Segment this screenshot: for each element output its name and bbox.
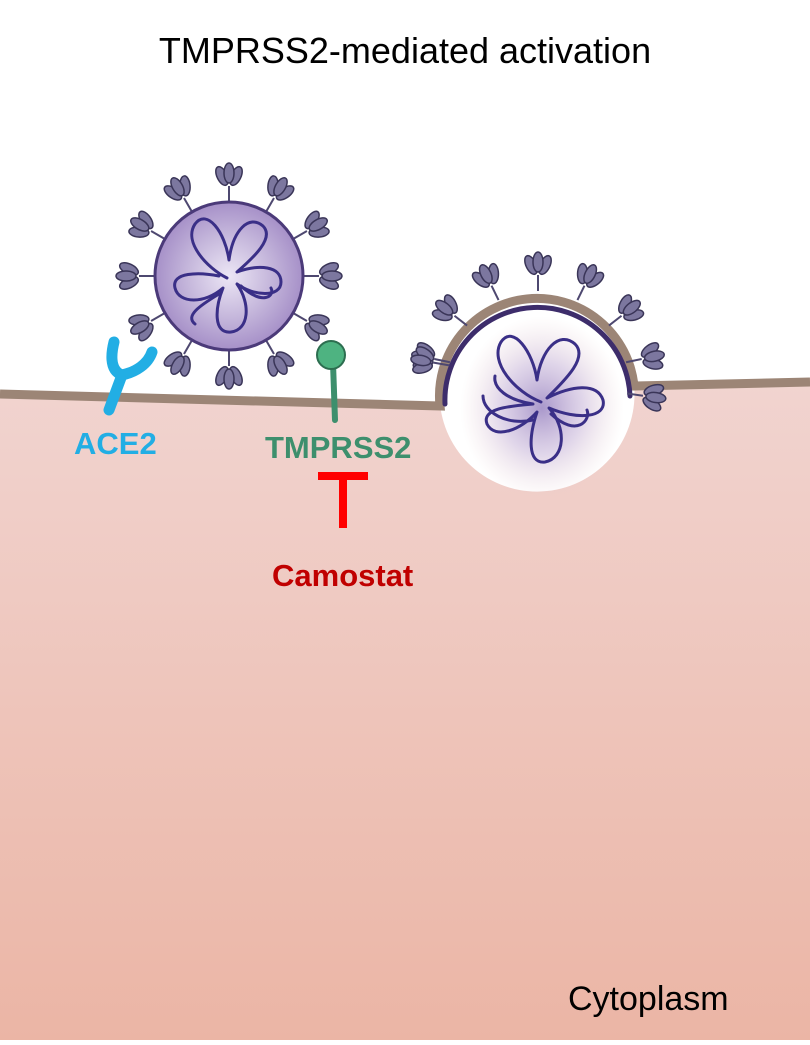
- spike-protein-icon: [265, 175, 295, 213]
- spike-protein-icon: [215, 350, 243, 390]
- spike-protein-icon: [265, 339, 295, 377]
- spike-protein-icon: [471, 262, 500, 301]
- spike-protein-icon: [524, 251, 552, 291]
- tmprss2-protease: [316, 340, 346, 423]
- camostat-label: Camostat: [272, 558, 414, 593]
- free-virion: [115, 162, 343, 390]
- spike-protein-icon: [292, 312, 330, 342]
- spike-protein-icon: [431, 294, 468, 327]
- ace2-receptor: [103, 336, 158, 416]
- free-virion-spikes: [115, 162, 343, 390]
- spike-protein-icon: [128, 312, 166, 342]
- tmprss2-label: TMPRSS2: [265, 430, 412, 465]
- spike-protein-icon: [608, 294, 645, 327]
- internalized-virus: [460, 316, 624, 500]
- fusing-viral-envelope: [442, 304, 633, 407]
- spike-protein-icon: [626, 383, 667, 412]
- spike-protein-icon: [303, 262, 343, 290]
- cell-membrane: [0, 294, 810, 411]
- spike-protein-icon: [292, 210, 330, 240]
- inhibition-bar-icon: [318, 472, 368, 528]
- spike-protein-icon: [215, 162, 243, 202]
- spike-protein-icon: [115, 262, 155, 290]
- fusing-virus-spikes: [410, 251, 667, 412]
- ace2-label: ACE2: [74, 426, 157, 461]
- spike-protein-icon: [625, 342, 665, 370]
- spike-protein-icon: [128, 210, 166, 240]
- cytoplasm-label: Cytoplasm: [568, 980, 729, 1018]
- spike-protein-icon: [163, 339, 193, 377]
- spike-protein-icon: [576, 262, 605, 301]
- viral-rna-internal: [481, 334, 605, 464]
- viral-rna-free: [173, 217, 283, 334]
- spike-protein-icon: [163, 175, 193, 213]
- spike-protein-icon: [410, 346, 450, 374]
- cytoplasm-region: [0, 378, 810, 1040]
- diagram-title: TMPRSS2-mediated activation: [158, 30, 652, 71]
